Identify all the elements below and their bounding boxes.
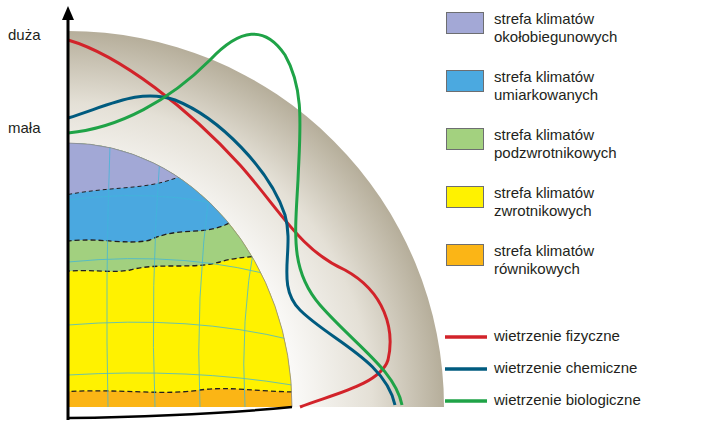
- legend-line: [445, 399, 487, 403]
- legend-swatch: [446, 128, 484, 150]
- legend-line: [445, 367, 487, 371]
- legend-swatch: [446, 244, 484, 266]
- legend-swatch: [446, 186, 484, 208]
- legend-text: strefa klimatów podzwrotnikowych: [494, 126, 664, 162]
- axis-label: duża: [8, 26, 41, 44]
- legend-swatch: [446, 12, 484, 34]
- legend-text: wietrzenie biologiczne: [494, 391, 719, 409]
- legend-line-sample: [445, 397, 487, 405]
- axis-label: mała: [8, 119, 41, 137]
- legend-line-sample: [445, 365, 487, 373]
- legend-text: strefa klimatów zwrotnikowych: [494, 184, 664, 220]
- legend-text: wietrzenie chemiczne: [494, 359, 719, 377]
- legend-swatch: [446, 70, 484, 92]
- legend-line: [445, 335, 487, 339]
- legend-text: strefa klimatów równikowych: [494, 242, 664, 278]
- legend-text: strefa klimatów okołobiegunowych: [494, 10, 664, 46]
- legend-text: wietrzenie fizyczne: [494, 327, 719, 345]
- legend-line-sample: [445, 333, 487, 341]
- legend-text: strefa klimatów umiarkowanych: [494, 68, 664, 104]
